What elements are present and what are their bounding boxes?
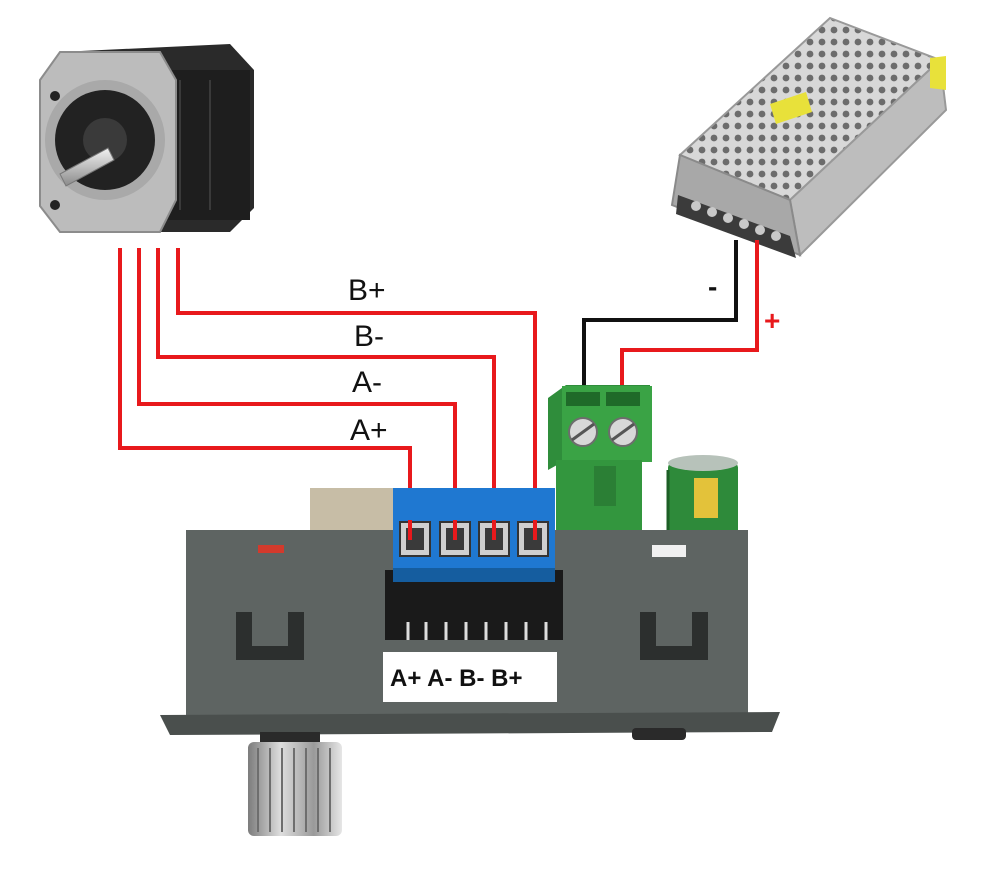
power-supply [670, 16, 948, 258]
wire-power-plus [620, 240, 759, 392]
wires [118, 240, 759, 522]
wire-power-minus [582, 240, 738, 392]
stepper-motor [39, 44, 254, 233]
wire-label-b-plus: B+ [348, 274, 386, 307]
driver-board: A+ A- B- B+ [160, 488, 780, 735]
wire-label-b-minus: B- [354, 320, 384, 353]
wire-a-plus [118, 248, 412, 522]
power-plus-label: + [764, 305, 780, 336]
wire-b-minus [156, 248, 496, 522]
terminal-screw-a-plus [399, 521, 431, 557]
power-terminal-block [548, 385, 652, 530]
capacitor [666, 455, 738, 538]
wire-b-plus [176, 248, 537, 522]
board-pin-label: A+ A- B- B+ [390, 665, 522, 692]
wire-label-a-minus: A- [352, 366, 382, 399]
motor-terminal-block [393, 488, 555, 582]
wire-a-minus [137, 248, 457, 522]
rotary-knob [248, 732, 342, 836]
wire-label-a-plus: A+ [350, 414, 388, 447]
power-minus-label: - [708, 271, 717, 302]
